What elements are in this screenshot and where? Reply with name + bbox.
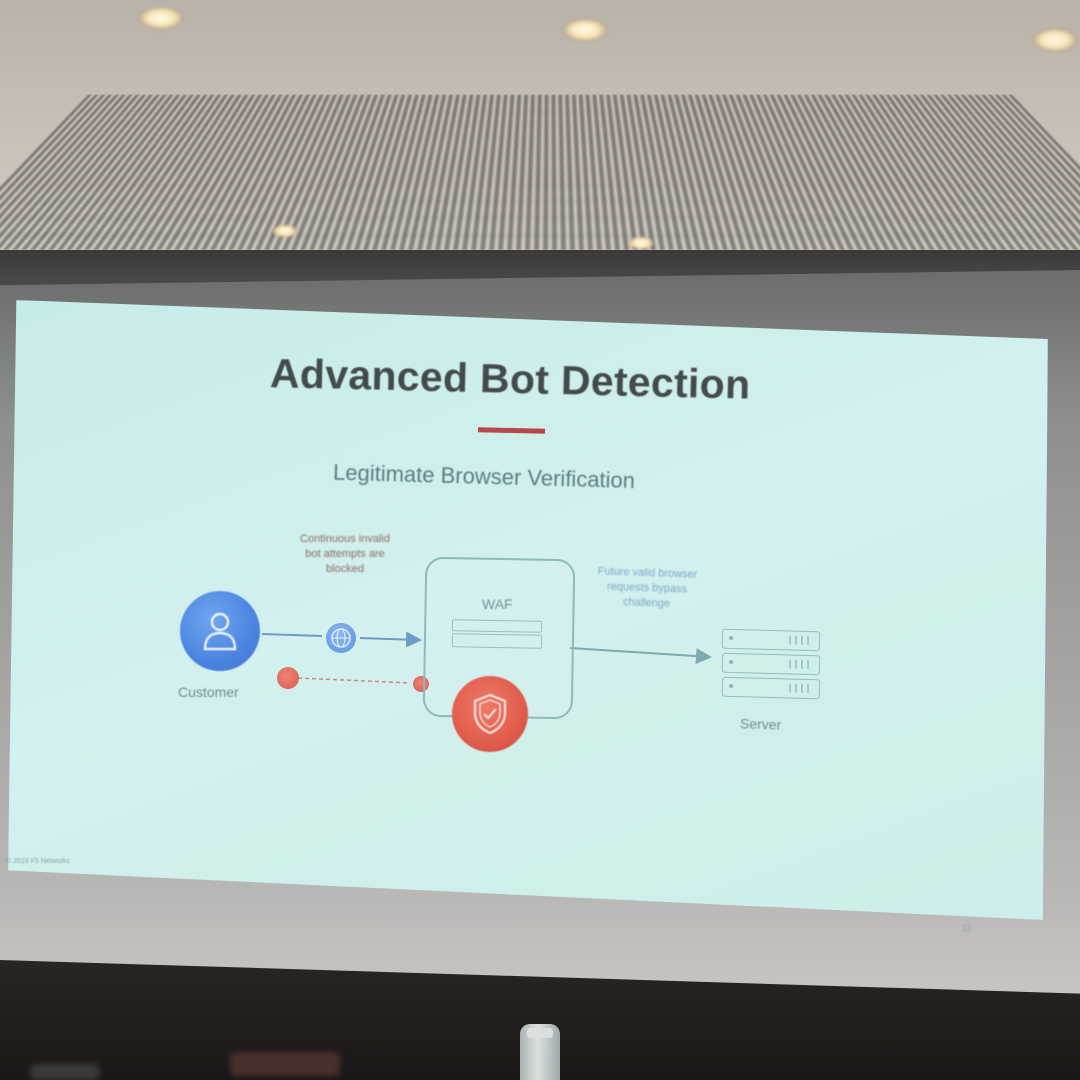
ceiling-light bbox=[628, 236, 654, 250]
foreground-object bbox=[230, 1052, 340, 1076]
shield-node bbox=[452, 676, 528, 752]
arrow-globe-to-waf bbox=[359, 631, 422, 648]
slide-page-number: 13 bbox=[962, 924, 971, 933]
bot-request-dot bbox=[277, 667, 299, 689]
waf-label: WAF bbox=[482, 596, 513, 612]
server-rack-unit bbox=[721, 676, 821, 700]
shield-check-icon bbox=[473, 693, 507, 735]
slide-footer-copyright: © 2019 F5 Networks bbox=[6, 858, 70, 865]
waf-challenge-button bbox=[451, 633, 543, 649]
bottle-cap bbox=[527, 1028, 553, 1038]
customer-node bbox=[180, 591, 260, 671]
user-icon bbox=[203, 612, 237, 651]
customer-label: Customer bbox=[178, 684, 239, 700]
arrow-customer-to-globe bbox=[261, 633, 323, 637]
server-rack-unit bbox=[721, 652, 821, 676]
ceiling-light bbox=[138, 6, 184, 30]
ceiling-light bbox=[272, 224, 298, 238]
bot-blocked-dot bbox=[413, 676, 429, 692]
projected-slide bbox=[8, 300, 1048, 920]
globe-icon bbox=[331, 628, 351, 648]
waf-challenge-field bbox=[451, 619, 543, 633]
ceiling-light bbox=[1032, 28, 1078, 52]
browser-request-node bbox=[326, 623, 356, 653]
blocked-note: Continuous invalid bot attempts are bloc… bbox=[300, 533, 390, 575]
ceiling bbox=[0, 0, 1080, 270]
arrow-waf-to-server bbox=[569, 647, 712, 665]
server-rack-unit bbox=[721, 628, 821, 652]
ceiling-light bbox=[562, 18, 608, 42]
blocked-bot-path bbox=[297, 677, 411, 684]
foreground-object bbox=[30, 1064, 100, 1080]
bypass-note: Future valid browser requests bypass cha… bbox=[597, 565, 698, 610]
server-label: Server bbox=[739, 715, 782, 733]
